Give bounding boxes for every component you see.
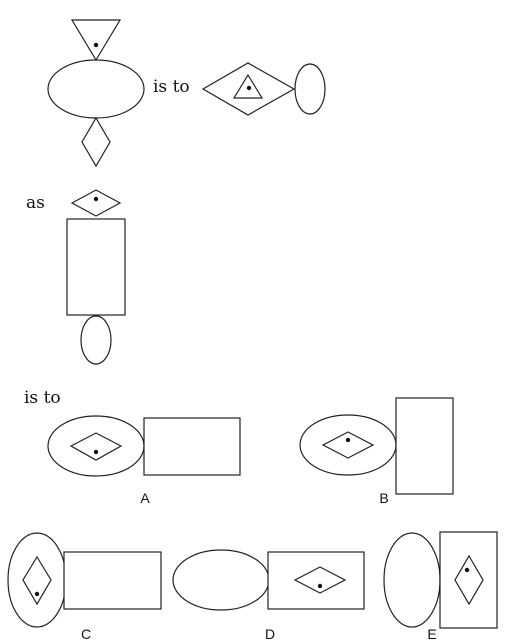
figure-3 xyxy=(66,189,126,365)
figure-1-ellipse xyxy=(47,59,145,119)
option-a-rectangle xyxy=(143,417,241,476)
option-d-label: D xyxy=(265,626,275,642)
option-e-ellipse xyxy=(383,532,441,628)
is-to-text-2: is to xyxy=(24,388,61,408)
option-d-diamond xyxy=(293,566,347,594)
figure-2-dot xyxy=(246,85,252,91)
option-c-rectangle xyxy=(63,551,162,610)
is-to-text-1: is to xyxy=(153,77,190,97)
option-d[interactable]: D xyxy=(172,549,365,642)
option-b-dot xyxy=(345,437,351,443)
figure-3-ellipse xyxy=(80,315,112,365)
option-e-dot xyxy=(464,567,470,573)
figure-2 xyxy=(201,62,326,116)
option-c-diamond xyxy=(22,555,52,606)
option-e-label: E xyxy=(427,626,436,642)
figure-2-ellipse xyxy=(294,63,326,115)
option-a[interactable]: A xyxy=(47,415,241,506)
option-b-label: B xyxy=(379,490,388,506)
figure-1-triangle xyxy=(70,19,122,62)
option-e[interactable]: E xyxy=(383,531,498,642)
figure-1-diamond xyxy=(81,116,111,168)
figure-1-triangle-dot xyxy=(93,42,99,48)
option-a-diamond xyxy=(69,432,123,461)
option-c-dot xyxy=(34,591,40,597)
option-b[interactable]: B xyxy=(299,397,454,506)
figure-3-rectangle xyxy=(66,218,126,316)
option-b-rectangle xyxy=(395,397,454,495)
option-e-diamond xyxy=(454,554,484,606)
option-b-diamond xyxy=(321,431,375,459)
option-c[interactable]: C xyxy=(7,532,162,642)
option-a-label: A xyxy=(140,490,150,506)
figure-1 xyxy=(47,19,145,168)
as-text: as xyxy=(26,193,45,213)
option-c-label: C xyxy=(81,626,91,642)
figure-3-dot xyxy=(93,196,99,202)
option-d-dot xyxy=(317,583,323,589)
option-d-ellipse xyxy=(172,549,270,611)
option-a-dot xyxy=(93,449,99,455)
figure-3-diamond xyxy=(70,189,122,217)
